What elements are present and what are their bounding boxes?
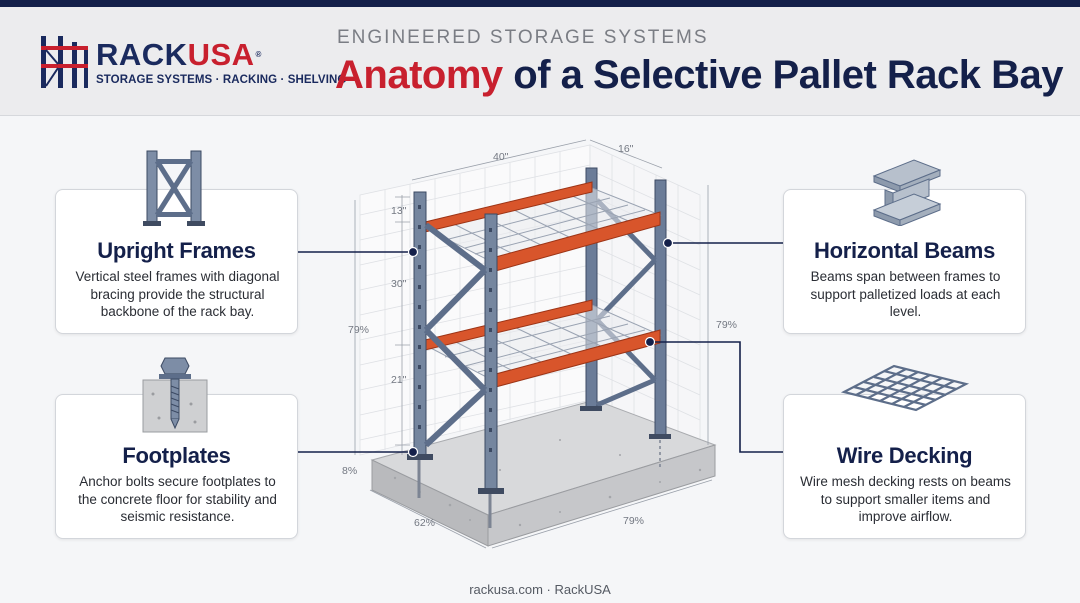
- page-title: Anatomy of a Selective Pallet Rack Bay: [335, 53, 1064, 98]
- rack-logo-icon: [41, 36, 88, 88]
- logo-tagline: STORAGE SYSTEMS · RACKING · SHELVING: [96, 74, 347, 86]
- front-bracing: [423, 222, 488, 448]
- card-wire-decking: Wire Decking Wire mesh decking rests on …: [783, 394, 1026, 539]
- top-accent-bar: [0, 0, 1080, 7]
- callout-connectors: [298, 242, 783, 453]
- background-grid: [359, 144, 701, 456]
- card-desc-wire-decking: Wire mesh decking rests on beams to supp…: [800, 474, 1011, 524]
- card-title-upright-frames: Upright Frames: [97, 238, 256, 263]
- horizontal-beams: [424, 181, 661, 389]
- dim-floor-left-label: 62%: [414, 517, 435, 529]
- logo-usa-text: USA: [187, 37, 255, 72]
- footplates: [407, 406, 671, 494]
- anchor-bolt-icon: [142, 357, 208, 433]
- dim-base-label: 8%: [342, 465, 357, 477]
- footer-credit: rackusa.com · RackUSA: [469, 582, 611, 597]
- registered-mark: ®: [255, 50, 262, 59]
- card-desc-footplates: Anchor bolts secure footplates to the co…: [78, 474, 277, 524]
- logo-rack-text: RACK: [96, 37, 188, 72]
- connector-wire-decking: [650, 341, 783, 453]
- upright-frame-icon: [143, 150, 205, 226]
- card-title-horizontal-beams: Horizontal Beams: [813, 238, 996, 263]
- card-title-footplates: Footplates: [122, 443, 231, 468]
- callout-dots: [407, 237, 674, 458]
- card-desc-upright-frames: Vertical steel frames with diagonal brac…: [75, 269, 280, 319]
- card-title-wire-decking: Wire Decking: [836, 443, 973, 468]
- concrete-slab: [370, 399, 717, 547]
- dim-top-gap-label: 13": [391, 205, 407, 217]
- i-beam-icon: [872, 159, 942, 226]
- dim-height-left-label: 79%: [348, 324, 369, 336]
- dim-lower-gap-label: 21": [391, 374, 407, 386]
- anchor-bolts: [417, 440, 661, 528]
- rackusa-logo[interactable]: RACKUSA® STORAGE SYSTEMS · RACKING · SHE…: [38, 34, 346, 96]
- dimension-lines: [354, 139, 713, 549]
- card-desc-horizontal-beams: Beams span between frames to support pal…: [810, 269, 1001, 319]
- title-accent: Anatomy: [335, 53, 503, 97]
- title-rest: of a Selective Pallet Rack Bay: [502, 53, 1063, 97]
- upright-perforations: [418, 205, 492, 452]
- dim-level-gap-label: 30": [391, 278, 407, 290]
- header: RACKUSA® STORAGE SYSTEMS · RACKING · SHE…: [0, 7, 1080, 116]
- dimension-labels: 40" 16" 13" 30" 21" 79% 79% 8% 62% 79%: [342, 143, 737, 529]
- logo-wordmark: RACKUSA®: [96, 39, 262, 71]
- wire-mesh-icon: [840, 364, 970, 412]
- dim-height-right-label: 79%: [716, 319, 737, 331]
- header-kicker: ENGINEERED STORAGE SYSTEMS: [337, 27, 709, 48]
- dim-floor-right-label: 79%: [623, 515, 644, 527]
- dim-depth-label: 16": [618, 143, 634, 155]
- dim-width-label: 40": [493, 151, 509, 163]
